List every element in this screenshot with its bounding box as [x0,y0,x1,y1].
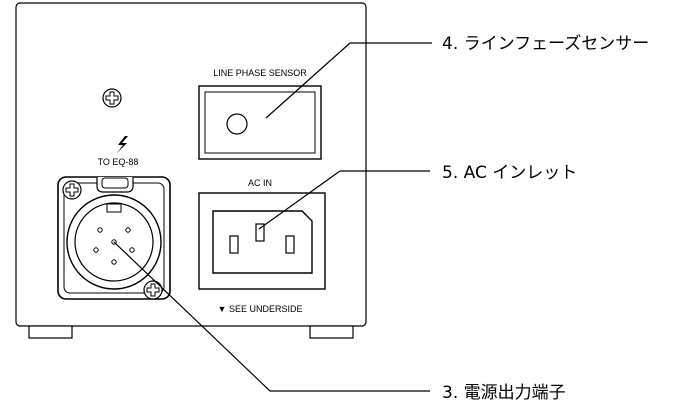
callout-ac-inlet: 5. AC インレット [442,163,577,183]
screw-icon [102,88,122,108]
see-underside-label: ▼ SEE UNDERSIDE [218,304,303,314]
screw-icon [143,280,163,300]
right-foot [309,325,354,339]
leader-line-connector [113,241,430,392]
ac-inlet [198,192,326,290]
line-phase-sensor [198,85,322,160]
to-eq-label: TO EQ-88 [98,157,139,167]
leader-line-ac-inlet [258,170,430,230]
screw-icon [62,180,82,200]
leader-line-sensor [265,42,432,119]
left-foot [28,325,73,339]
line-phase-sensor-label: LINE PHASE SENSOR [213,68,307,78]
ac-in-label: AC IN [248,178,272,188]
callout-power-output: 3. 電源出力端子 [442,383,566,403]
lightning-bolt-icon [117,136,128,153]
callout-line-phase-sensor: 4. ラインフェーズセンサー [442,34,649,54]
